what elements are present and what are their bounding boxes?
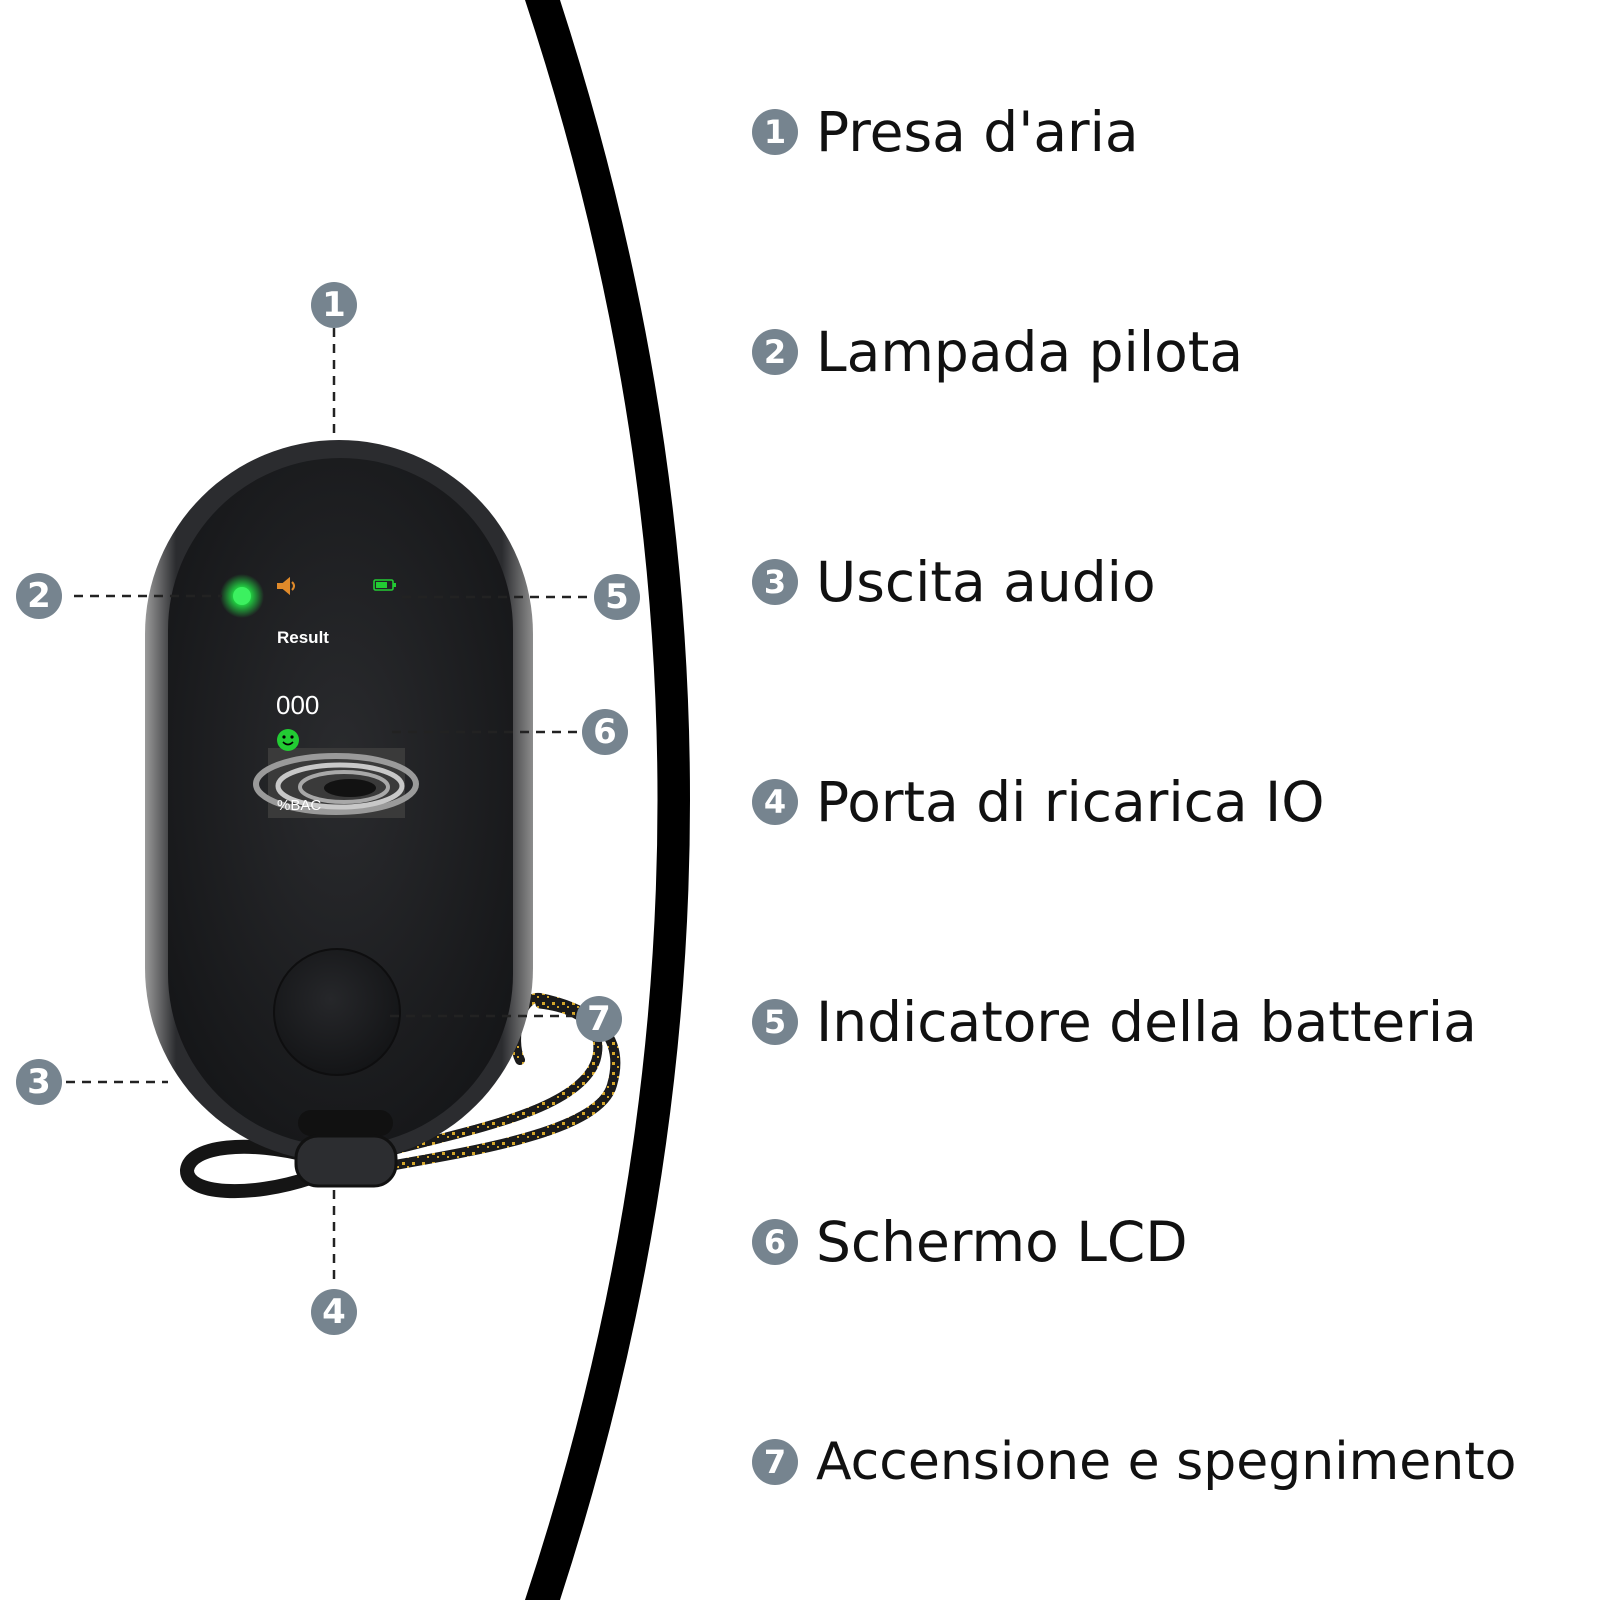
legend-item: 1 Presa d'aria [752,92,1139,172]
smiley-icon [277,729,299,751]
callout-badge-2: 2 [16,573,62,619]
legend-number: 7 [752,1439,798,1485]
callout-badge-3: 3 [16,1059,62,1105]
callout-badge-4: 4 [311,1289,357,1335]
legend-item: 4 Porta di ricarica IO [752,762,1325,842]
legend-item: 7 Accensione e spegnimento [752,1422,1516,1502]
legend-item: 2 Lampada pilota [752,312,1243,392]
power-button-icon [273,948,401,1076]
legend-number: 2 [752,329,798,375]
callout-badge-6: 6 [582,709,628,755]
legend-number: 3 [752,559,798,605]
battery-icon [373,579,396,591]
legend-number: 5 [752,999,798,1045]
legend-label: Indicatore della batteria [816,990,1477,1054]
callout-badge-5: 5 [594,574,640,620]
callout-badge-7: 7 [576,996,622,1042]
legend-item: 5 Indicatore della batteria [752,982,1477,1062]
legend-item: 3 Uscita audio [752,542,1156,622]
callout-badge-1: 1 [311,282,357,328]
legend-label: Lampada pilota [816,320,1244,384]
legend-list: 1 Presa d'aria 2 Lampada pilota 3 Uscita… [752,0,1600,1600]
screen-reading: 000 [276,690,320,720]
arc-divider [525,0,690,1600]
speaker-icon [277,576,295,596]
legend-number: 6 [752,1219,798,1265]
legend-label: Accensione e spegnimento [816,1432,1517,1492]
screen-result-label: Result [277,628,329,647]
screen-unit: %BAC [277,797,322,814]
legend-label: Uscita audio [816,550,1156,614]
port-cover [298,1110,393,1136]
legend-number: 1 [752,109,798,155]
legend-item: 6 Schermo LCD [752,1202,1188,1282]
legend-label: Porta di ricarica IO [816,770,1325,834]
legend-label: Schermo LCD [816,1210,1188,1274]
legend-number: 4 [752,779,798,825]
legend-label: Presa d'aria [816,100,1139,164]
lcd-image [253,748,419,818]
strap-loop [180,1139,317,1199]
